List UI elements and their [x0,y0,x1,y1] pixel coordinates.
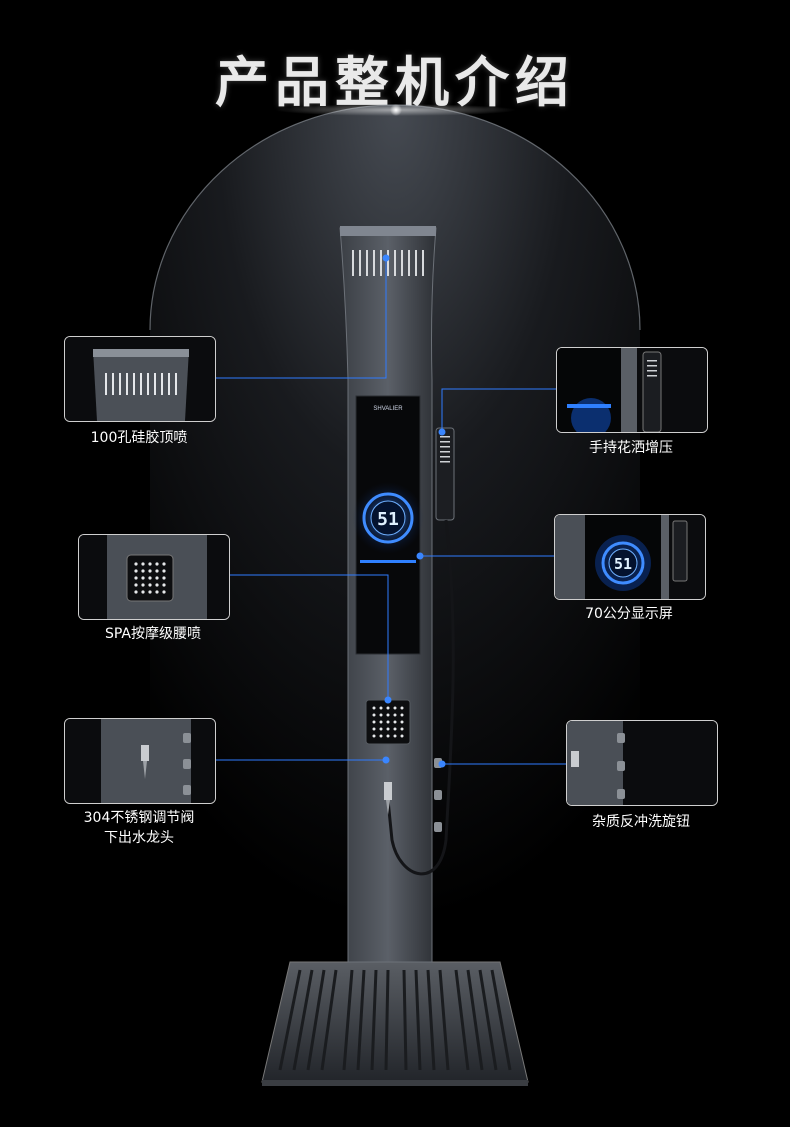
faucet-valve [384,782,392,800]
callout-hand-shower [556,347,708,433]
page-title: 产品整机介绍 [215,51,575,114]
top-head-plate [340,226,436,236]
screen-ring [362,492,414,544]
flush-knob-thumbnail [567,721,717,805]
callout-flush-knob [566,720,718,806]
callout-faucet [64,718,216,804]
callout-connectors [214,258,566,765]
shower-hose [386,519,455,876]
panel-brand: SHVALIER [373,406,403,412]
label-hand-shower: 手持花洒增压 [589,440,673,456]
label-display: 70公分显示屏 [585,606,673,622]
label-top-spray: 100孔硅胶顶喷 [90,430,188,446]
label-flush-knob: 杂质反冲洗旋钮 [592,814,690,830]
base-grille [278,969,512,1071]
callout-top-spray [64,336,216,422]
callout-spa-jets [78,534,230,620]
faucet-thumbnail [65,719,215,803]
top-spray-holes [352,250,424,276]
spa-jet-holes [372,706,404,738]
hand-shower-thumbnail [557,348,707,432]
display-thumb-number: 51 [614,555,632,573]
top-spray-thumbnail [65,337,215,421]
display-thumbnail: 51 [555,515,705,599]
screen-bar [360,560,416,563]
screen-number: 51 [377,509,399,530]
label-spa-jets: SPA按摩级腰喷 [104,626,201,642]
label-faucet: 304不锈钢调节阀 下出水龙头 [83,810,195,846]
base-front-edge [262,1080,528,1086]
faucet-spout [386,800,390,815]
callout-display: 51 [554,514,706,600]
hand-shower-holes [440,436,450,463]
screen-ring-inner [370,500,406,536]
top-flare-core [390,104,402,116]
spa-jets-thumbnail [79,535,229,619]
callout-dots [382,254,446,768]
